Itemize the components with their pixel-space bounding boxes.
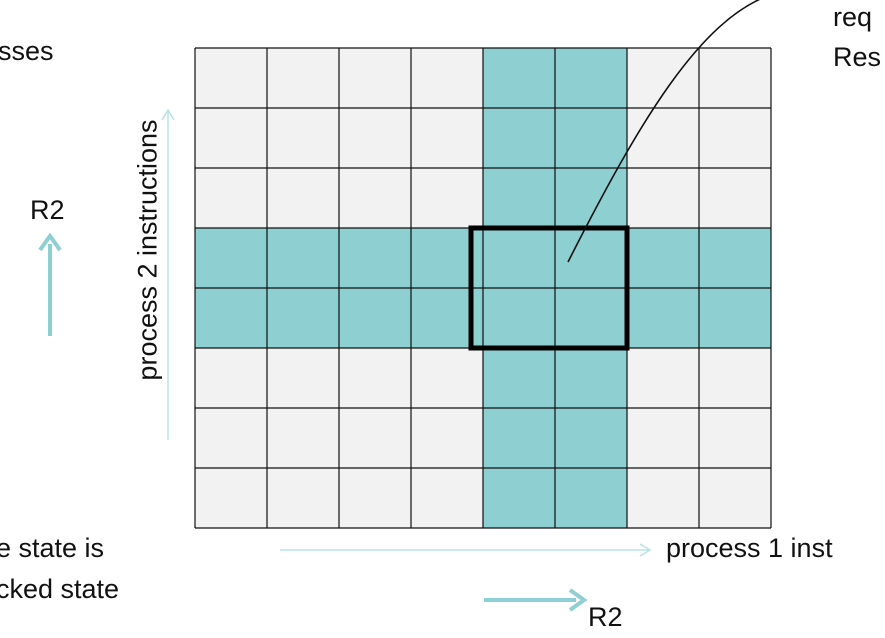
grid-cell-highlighted — [699, 288, 771, 348]
grid-cell — [699, 408, 771, 468]
grid-cell-highlighted — [555, 228, 627, 288]
grid-cell-highlighted — [267, 288, 339, 348]
grid-cell-highlighted — [195, 228, 267, 288]
grid-cell — [411, 108, 483, 168]
grid-cell — [267, 408, 339, 468]
grid-cell — [339, 48, 411, 108]
top-right-text-line2: Res — [833, 42, 882, 72]
grid-cell — [339, 408, 411, 468]
grid-cell-highlighted — [555, 108, 627, 168]
grid-cell — [411, 168, 483, 228]
grid-cell — [411, 348, 483, 408]
grid-cell — [267, 348, 339, 408]
grid-cell-highlighted — [483, 468, 555, 528]
pointer-curve — [567, 0, 761, 263]
grid-cell — [699, 168, 771, 228]
grid-cell-highlighted — [483, 348, 555, 408]
grid-cell-highlighted — [267, 228, 339, 288]
grid-cell-highlighted — [339, 288, 411, 348]
grid-cell — [267, 468, 339, 528]
grid-cell-highlighted — [555, 288, 627, 348]
grid-cell — [195, 168, 267, 228]
grid-cell-highlighted — [483, 168, 555, 228]
grid-cell-highlighted — [339, 228, 411, 288]
grid-cell — [627, 108, 699, 168]
grid-cell — [699, 468, 771, 528]
grid-cell — [411, 48, 483, 108]
grid-cell — [195, 408, 267, 468]
grid-cell — [627, 408, 699, 468]
grid-cell — [627, 348, 699, 408]
grid-cell-highlighted — [483, 408, 555, 468]
r2-up-arrowhead-icon — [38, 232, 62, 252]
grid-cell-highlighted — [627, 288, 699, 348]
grid-cell — [411, 408, 483, 468]
r2-right-arrowhead-icon — [568, 588, 588, 612]
bottom-left-text-line1: e state is — [0, 533, 105, 563]
y-axis-arrowhead-icon — [161, 108, 175, 121]
grid-cell — [627, 468, 699, 528]
grid-cell — [267, 48, 339, 108]
grid-cell — [627, 48, 699, 108]
grid-cell — [339, 168, 411, 228]
left-resource-label: R2 — [30, 195, 65, 225]
bottom-left-text-line2: cked state — [0, 574, 120, 604]
grid-cell-highlighted — [699, 228, 771, 288]
grid-cell — [699, 348, 771, 408]
grid-cells — [195, 48, 771, 528]
grid-cell — [699, 48, 771, 108]
grid-cell — [195, 468, 267, 528]
grid-cell-highlighted — [195, 288, 267, 348]
grid-cell — [339, 468, 411, 528]
y-axis-label: process 2 instructions — [132, 119, 163, 381]
grid-cell-highlighted — [483, 48, 555, 108]
grid-cell — [411, 468, 483, 528]
grid-cell — [195, 48, 267, 108]
top-right-text-line1: req — [833, 2, 873, 32]
grid-cell — [195, 348, 267, 408]
grid-cell-highlighted — [483, 288, 555, 348]
grid-cell-highlighted — [555, 48, 627, 108]
grid-cell — [627, 168, 699, 228]
grid-cell-highlighted — [627, 228, 699, 288]
grid-cell — [699, 108, 771, 168]
grid-cell-highlighted — [555, 408, 627, 468]
grid-cell-highlighted — [483, 108, 555, 168]
top-left-text: sses — [0, 36, 54, 66]
grid-cell-highlighted — [483, 228, 555, 288]
grid-cell-highlighted — [555, 348, 627, 408]
grid-cell-highlighted — [555, 468, 627, 528]
grid-cell — [267, 168, 339, 228]
x-axis-arrowhead-icon — [639, 543, 652, 557]
grid-cell — [339, 108, 411, 168]
grid-cell — [339, 348, 411, 408]
bottom-resource-label: R2 — [588, 602, 623, 632]
unsafe-region-box — [468, 225, 630, 351]
grid-cell — [195, 108, 267, 168]
x-axis-label: process 1 inst — [666, 533, 833, 563]
grid-cell — [267, 108, 339, 168]
